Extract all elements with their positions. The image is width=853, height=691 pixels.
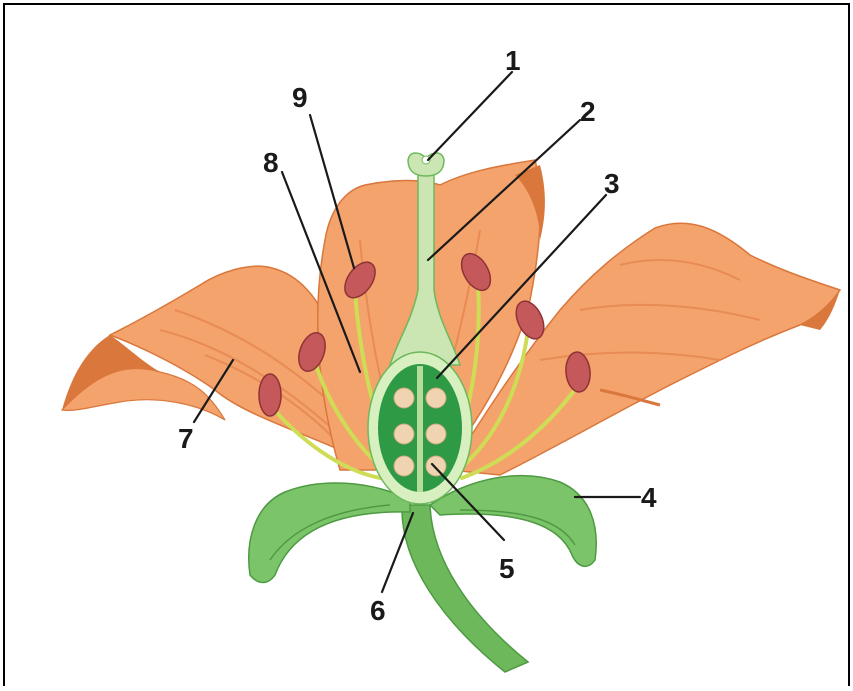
stem	[402, 505, 528, 672]
label-2: 2	[580, 96, 596, 127]
label-8: 8	[263, 147, 279, 178]
ovary	[368, 352, 472, 504]
label-4: 4	[641, 482, 657, 513]
label-7: 7	[178, 423, 194, 454]
label-5: 5	[499, 553, 515, 584]
label-9: 9	[292, 82, 308, 113]
label-1: 1	[505, 45, 521, 76]
label-6: 6	[370, 595, 386, 626]
label-3: 3	[604, 168, 620, 199]
sepal-left	[249, 483, 410, 583]
